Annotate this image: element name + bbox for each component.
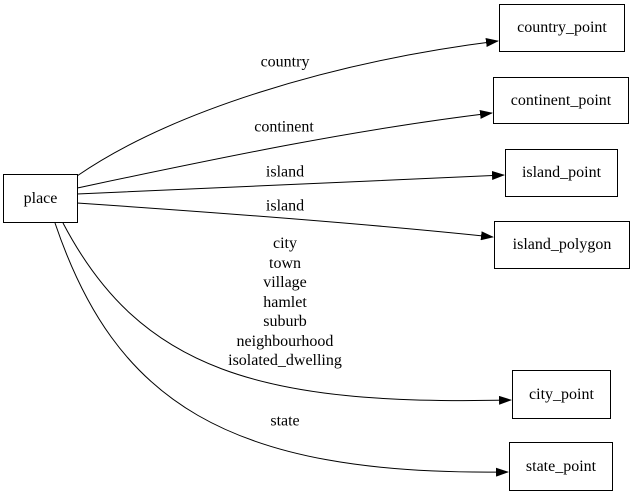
edge-label-country: country [260, 53, 310, 71]
edge-place-continent-point [76, 109, 493, 189]
edge-place-island-point [76, 171, 505, 195]
node-country-point-label: country_point [517, 19, 607, 36]
edge-place-state-point [54, 222, 509, 477]
node-city-point-label: city_point [529, 385, 594, 403]
node-island-point-label: island_point [521, 164, 602, 181]
node-state-point-label: state_point [525, 457, 597, 475]
node-island-polygon: island_polygon [494, 221, 630, 269]
node-city-point: city_point [512, 370, 611, 419]
node-continent-point-label: continent_point [510, 91, 612, 109]
node-island-point: island_point [505, 149, 618, 197]
edge-place-country-point [76, 38, 499, 177]
node-island-polygon-label: island_polygon [512, 236, 612, 253]
node-country-point: country_point [499, 4, 625, 52]
node-continent-point: continent_point [493, 77, 629, 124]
edge-place-city-point [62, 222, 512, 405]
node-state-point: state_point [509, 442, 613, 491]
edge-label-state-point: state [270, 412, 300, 430]
node-place-label: place [23, 189, 58, 207]
node-place: place [3, 174, 78, 223]
edge-label-island-polygon: island [265, 197, 305, 215]
edge-label-island-point: island [265, 163, 305, 181]
edge-label-continent: continent [254, 118, 314, 136]
edge-label-city-point: city town village hamlet suburb neighbou… [228, 234, 342, 369]
edge-place-island-polygon [76, 202, 494, 241]
